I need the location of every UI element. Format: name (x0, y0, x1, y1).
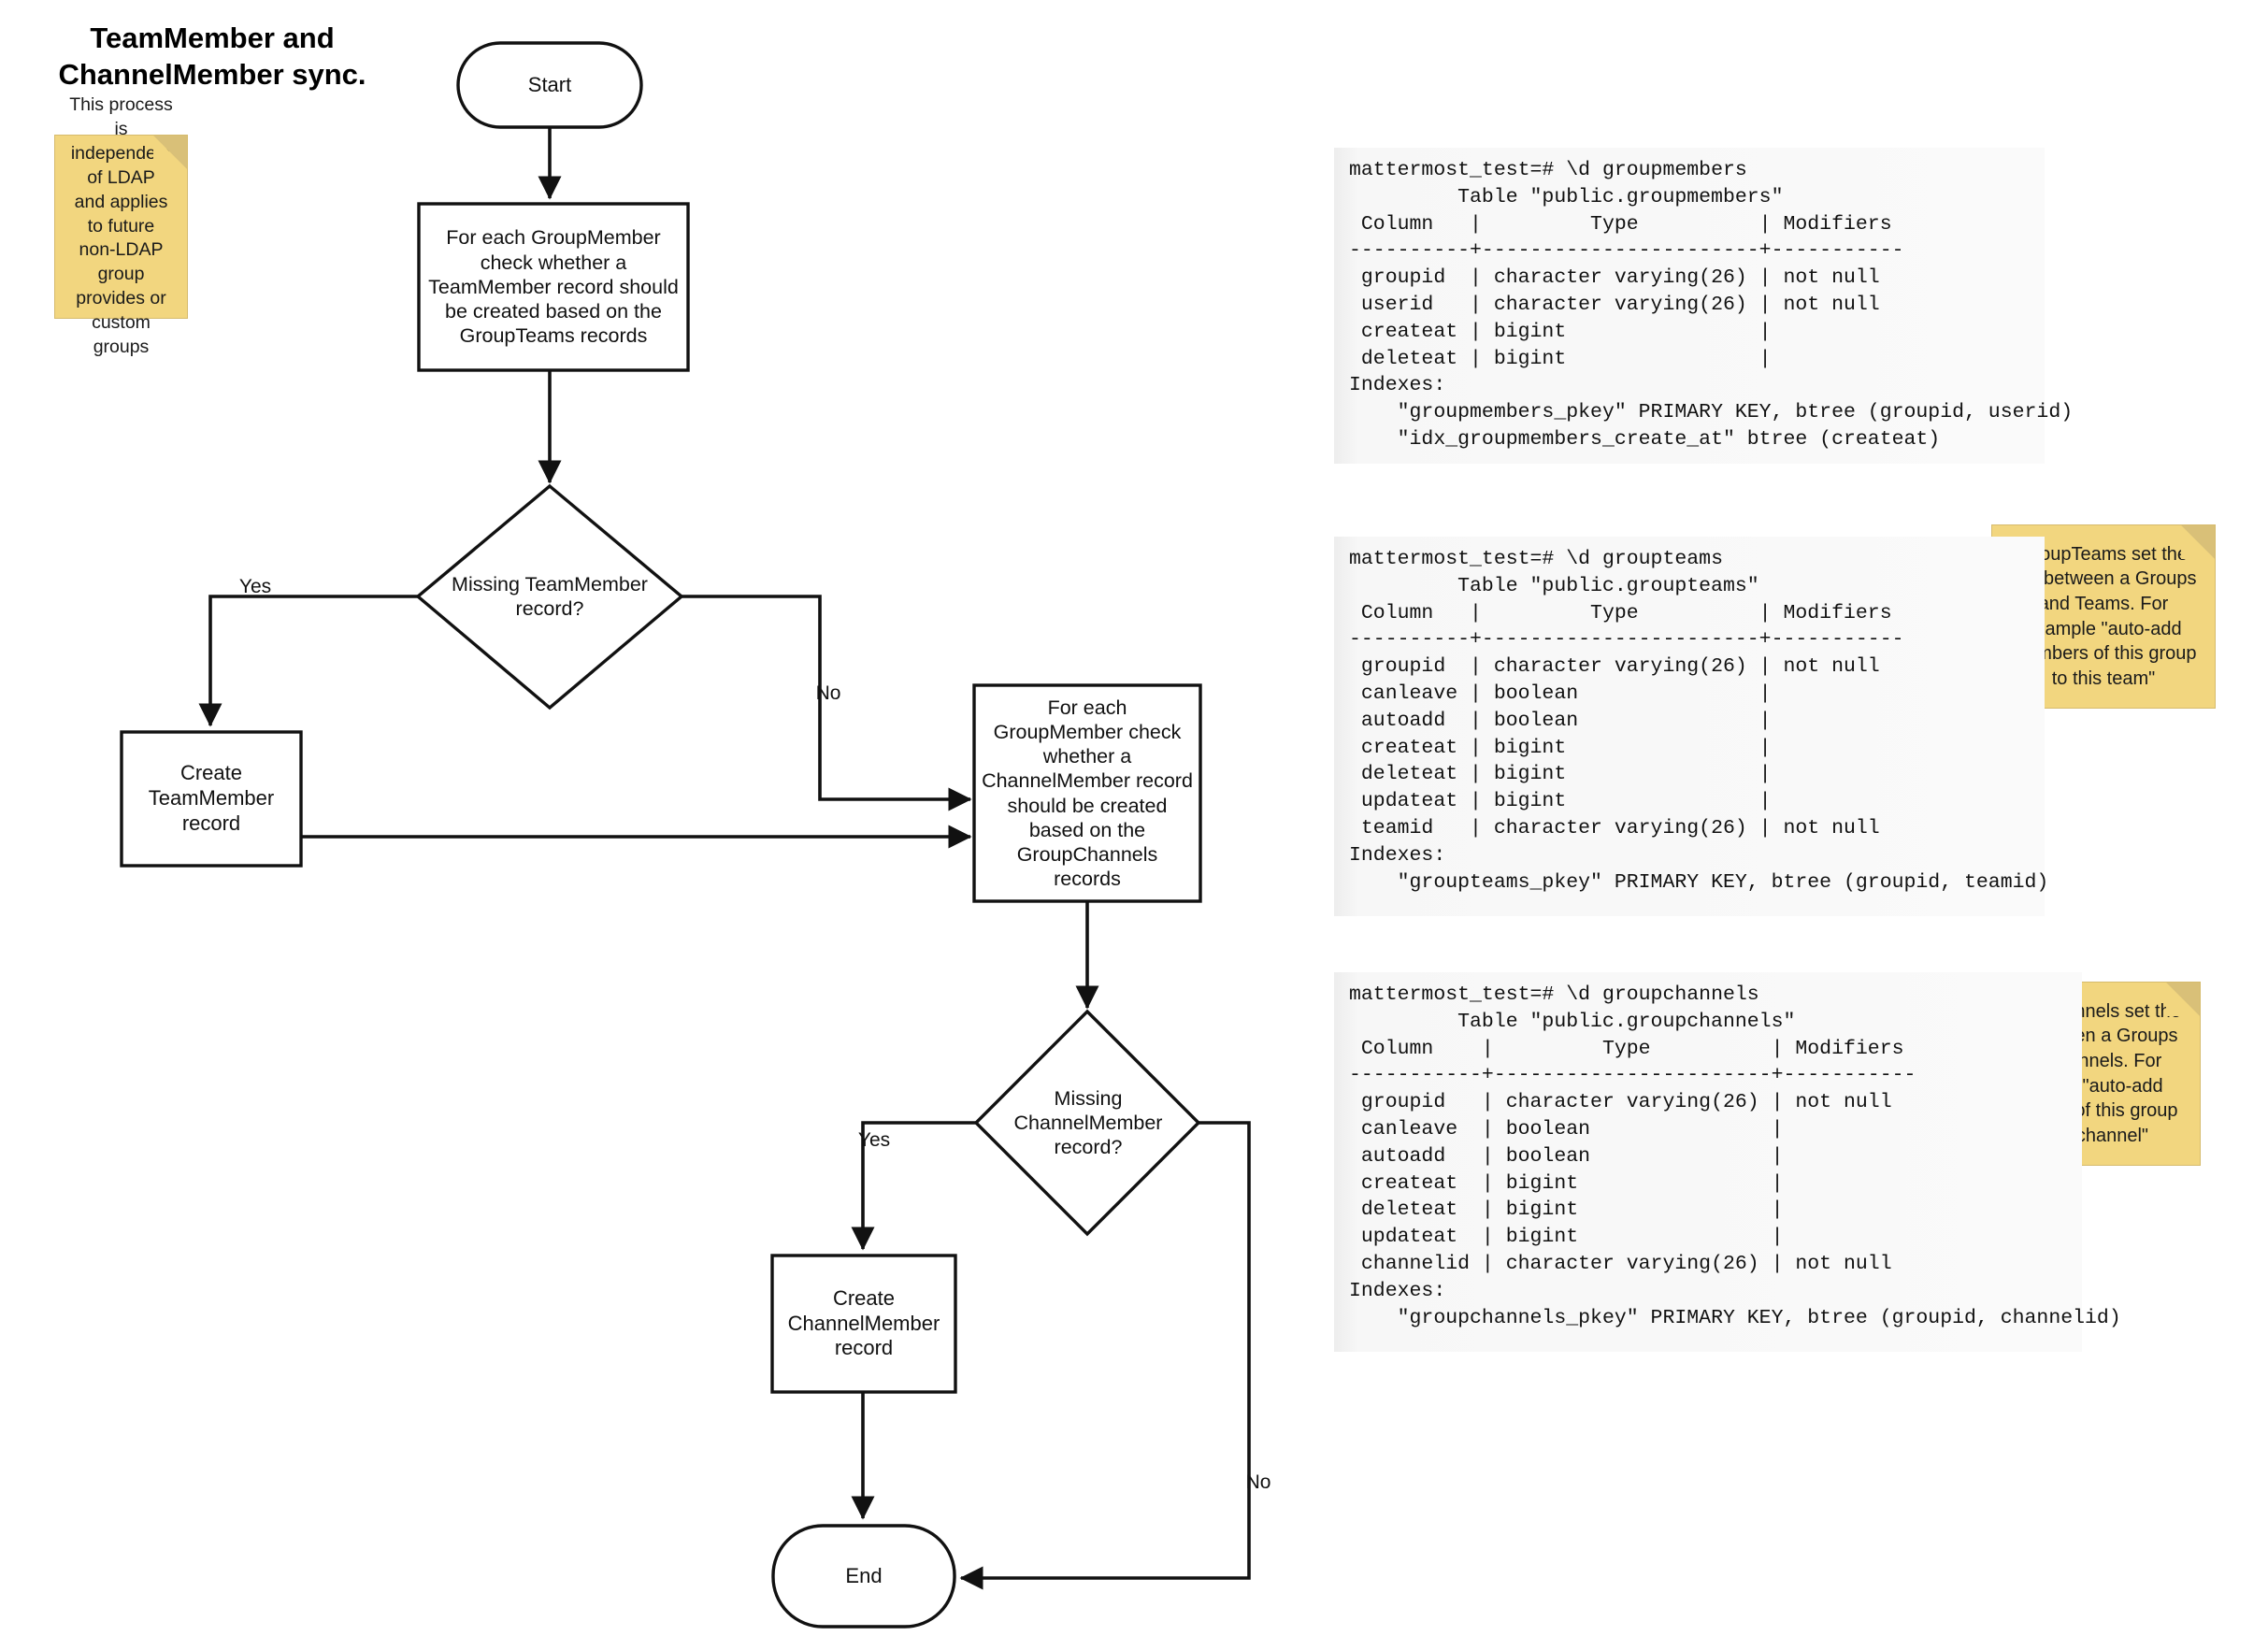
terminal-index-row: "idx_groupmembers_create_at" btree (crea… (1349, 427, 1941, 451)
node-missing-teammember-shape[interactable] (415, 483, 684, 710)
sticky-note-ldap[interactable]: This process is independent of LDAP and … (54, 94, 188, 357)
terminal-caption-groupmembers: Table "public.groupmembers" (1457, 185, 1784, 208)
terminal-block-groupmembers: mattermost_test=# \d groupmembers Table … (1334, 148, 2073, 464)
terminal-row: canleave | boolean | (1349, 1117, 1784, 1141)
sticky-note-ldap-text: This process is independent of LDAP and … (69, 93, 173, 358)
node-end-shape[interactable] (771, 1524, 956, 1629)
terminal-row: groupid | character varying(26) | not nu… (1349, 655, 1880, 679)
terminal-prompt-groupteams: mattermost_test=# \d groupteams (1349, 548, 1723, 570)
terminal-header-groupchannels: Column | Type | Modifiers (1349, 1037, 1904, 1060)
terminal-block-groupchannels: mattermost_test=# \d groupchannels Table… (1334, 972, 2121, 1352)
terminal-row: autoadd | boolean | (1349, 1144, 1784, 1168)
terminal-row: createat | bigint | (1349, 736, 1772, 759)
terminal-index-row: "groupchannels_pkey" PRIMARY KEY, btree … (1349, 1306, 2121, 1329)
terminal-row: canleave | boolean | (1349, 682, 1772, 705)
terminal-row: teamid | character varying(26) | not nul… (1349, 816, 1880, 840)
terminal-row: channelid | character varying(26) | not … (1349, 1252, 1892, 1275)
terminal-row: autoadd | boolean | (1349, 709, 1772, 732)
node-for-each-groupmember-channel-shape[interactable] (972, 683, 1202, 903)
terminal-prompt-groupchannels: mattermost_test=# \d groupchannels (1349, 983, 1759, 1006)
terminal-indexes-label-groupteams: Indexes: (1349, 843, 1446, 867)
terminal-row: updateat | bigint | (1349, 790, 1772, 813)
node-for-each-groupmember-team-shape[interactable] (417, 202, 690, 372)
terminal-block-groupteams: mattermost_test=# \d groupteams Table "p… (1334, 537, 2049, 916)
terminal-caption-groupchannels: Table "public.groupchannels" (1457, 1010, 1796, 1033)
node-start-shape[interactable] (456, 41, 643, 129)
edge-diamond2-no (959, 1121, 1251, 1590)
terminal-prompt-groupmembers: mattermost_test=# \d groupmembers (1349, 159, 1747, 181)
terminal-rule-groupchannels: -----------+-----------------------+----… (1349, 1064, 1916, 1087)
terminal-row: deleteat | bigint | (1349, 763, 1772, 786)
terminal-rule-groupmembers: ----------+-----------------------+-----… (1349, 239, 1904, 263)
page-title: TeamMember and ChannelMember sync. (58, 22, 366, 91)
node-create-channelmember-shape[interactable] (770, 1254, 957, 1394)
edge-diamond2-yes (851, 1121, 976, 1251)
terminal-indexes-label-groupmembers: Indexes: (1349, 374, 1446, 397)
flowchart-graphic (120, 41, 1251, 1629)
edge-diamond1-yes (198, 595, 418, 727)
terminal-row: groupid | character varying(26) | not nu… (1349, 266, 1880, 290)
terminal-row: deleteat | bigint | (1349, 347, 1772, 370)
edge-diamond1-no (682, 595, 972, 811)
node-create-teammember-shape[interactable] (120, 730, 303, 868)
terminal-header-groupmembers: Column | Type | Modifiers (1349, 212, 1892, 236)
terminal-indexes-label-groupchannels: Indexes: (1349, 1279, 1446, 1302)
terminal-row: groupid | character varying(26) | not nu… (1349, 1091, 1892, 1114)
terminal-row: createat | bigint | (1349, 320, 1772, 343)
terminal-index-row: "groupteams_pkey" PRIMARY KEY, btree (gr… (1349, 870, 2049, 894)
terminal-caption-groupteams: Table "public.groupteams" (1457, 574, 1759, 597)
terminal-row: userid | character varying(26) | not nul… (1349, 293, 1880, 316)
terminal-rule-groupteams: ----------+-----------------------+-----… (1349, 628, 1904, 652)
node-missing-channelmember-shape[interactable] (973, 1009, 1201, 1237)
terminal-index-row: "groupmembers_pkey" PRIMARY KEY, btree (… (1349, 401, 2074, 424)
terminal-row: updateat | bigint | (1349, 1226, 1784, 1249)
terminal-row: deleteat | bigint | (1349, 1198, 1784, 1222)
terminal-header-groupteams: Column | Type | Modifiers (1349, 601, 1892, 624)
terminal-row: createat | bigint | (1349, 1171, 1784, 1195)
